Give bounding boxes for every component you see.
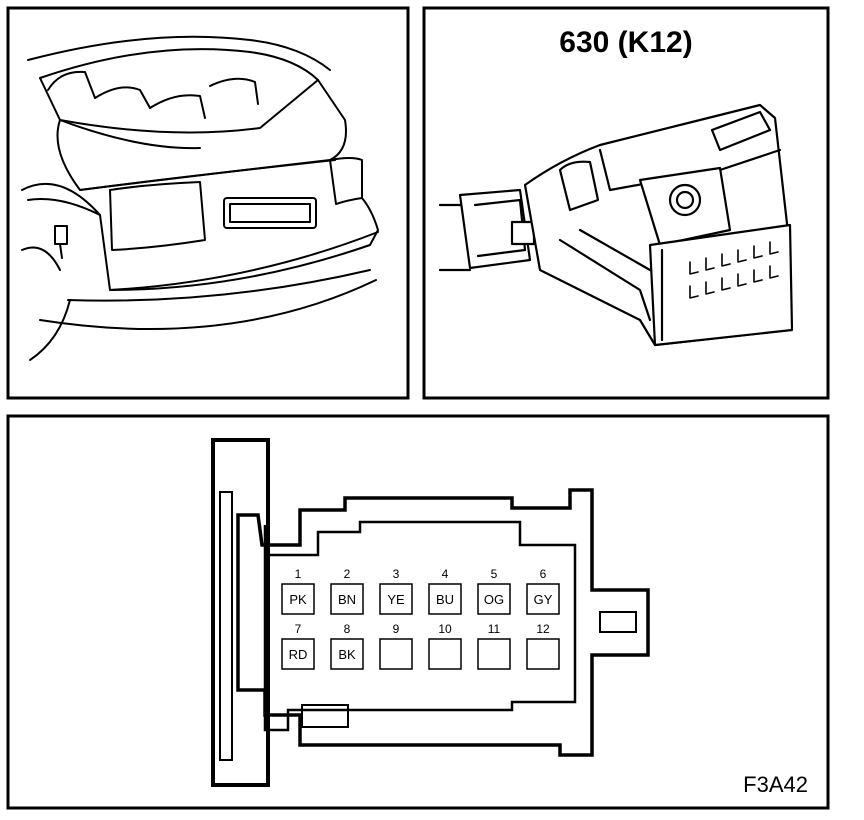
pinout-panel-frame bbox=[6, 414, 830, 810]
pin-color-code: BN bbox=[338, 592, 356, 607]
pin-number: 6 bbox=[540, 567, 547, 581]
pin-12: 12 bbox=[526, 622, 560, 670]
pin-number: 2 bbox=[344, 567, 351, 581]
pin-color-code: GY bbox=[534, 592, 553, 607]
pin-cavity bbox=[477, 583, 511, 615]
pin-cavity bbox=[281, 638, 315, 670]
pin-cavity bbox=[526, 638, 560, 670]
pin-cavity bbox=[330, 583, 364, 615]
connector-panel-frame bbox=[422, 6, 830, 400]
pin-1: 1 PK bbox=[281, 567, 315, 615]
car-panel-frame bbox=[6, 6, 410, 400]
pin-color-code: YE bbox=[387, 592, 405, 607]
pin-4: 4 BU bbox=[428, 567, 462, 615]
car-illustration bbox=[21, 35, 379, 361]
pin-cavity bbox=[428, 638, 462, 670]
pin-number: 8 bbox=[344, 622, 351, 636]
pin-color-code: BU bbox=[436, 592, 454, 607]
pin-number: 9 bbox=[393, 622, 400, 636]
pin-8: 8 BK bbox=[330, 622, 364, 670]
pin-color-code: OG bbox=[484, 592, 504, 607]
pin-11: 11 bbox=[477, 622, 511, 670]
pin-number: 1 bbox=[295, 567, 302, 581]
pin-color-code: RD bbox=[289, 647, 308, 662]
pin-9: 9 bbox=[379, 622, 413, 670]
pin-number: 4 bbox=[442, 567, 449, 581]
pin-number: 10 bbox=[438, 622, 452, 636]
pin-number: 12 bbox=[536, 622, 550, 636]
pin-color-code: PK bbox=[289, 592, 307, 607]
pin-cavity bbox=[281, 583, 315, 615]
pin-10: 10 bbox=[428, 622, 462, 670]
connector-title: 630 (K12) bbox=[559, 26, 692, 59]
pin-grid: 1 PK 2 BN 3 YE 4 BU 5 OG bbox=[281, 567, 560, 670]
pin-number: 7 bbox=[295, 622, 302, 636]
pin-number: 3 bbox=[393, 567, 400, 581]
pin-2: 2 BN bbox=[330, 567, 364, 615]
pin-number: 11 bbox=[488, 622, 501, 636]
pin-3: 3 YE bbox=[379, 567, 413, 615]
connector-face-outline bbox=[211, 438, 650, 787]
pin-color-code: BK bbox=[338, 647, 356, 662]
pin-cavity bbox=[477, 638, 511, 670]
figure-code: F3A42 bbox=[743, 772, 808, 797]
pinout-panel: 1 PK 2 BN 3 YE 4 BU 5 OG bbox=[6, 414, 830, 810]
pin-7: 7 RD bbox=[281, 622, 315, 670]
pin-5: 5 OG bbox=[477, 567, 511, 615]
pin-cavity bbox=[330, 638, 364, 670]
connector-3d-illustration bbox=[438, 103, 794, 347]
pin-cavity bbox=[379, 638, 413, 670]
pin-cavity bbox=[526, 583, 560, 615]
car-rear-panel bbox=[6, 6, 410, 400]
pin-cavity bbox=[428, 583, 462, 615]
pin-number: 5 bbox=[491, 567, 498, 581]
connector-3d-panel: 630 (K12) bbox=[422, 6, 830, 400]
pin-6: 6 GY bbox=[526, 567, 560, 615]
pin-cavity bbox=[379, 583, 413, 615]
